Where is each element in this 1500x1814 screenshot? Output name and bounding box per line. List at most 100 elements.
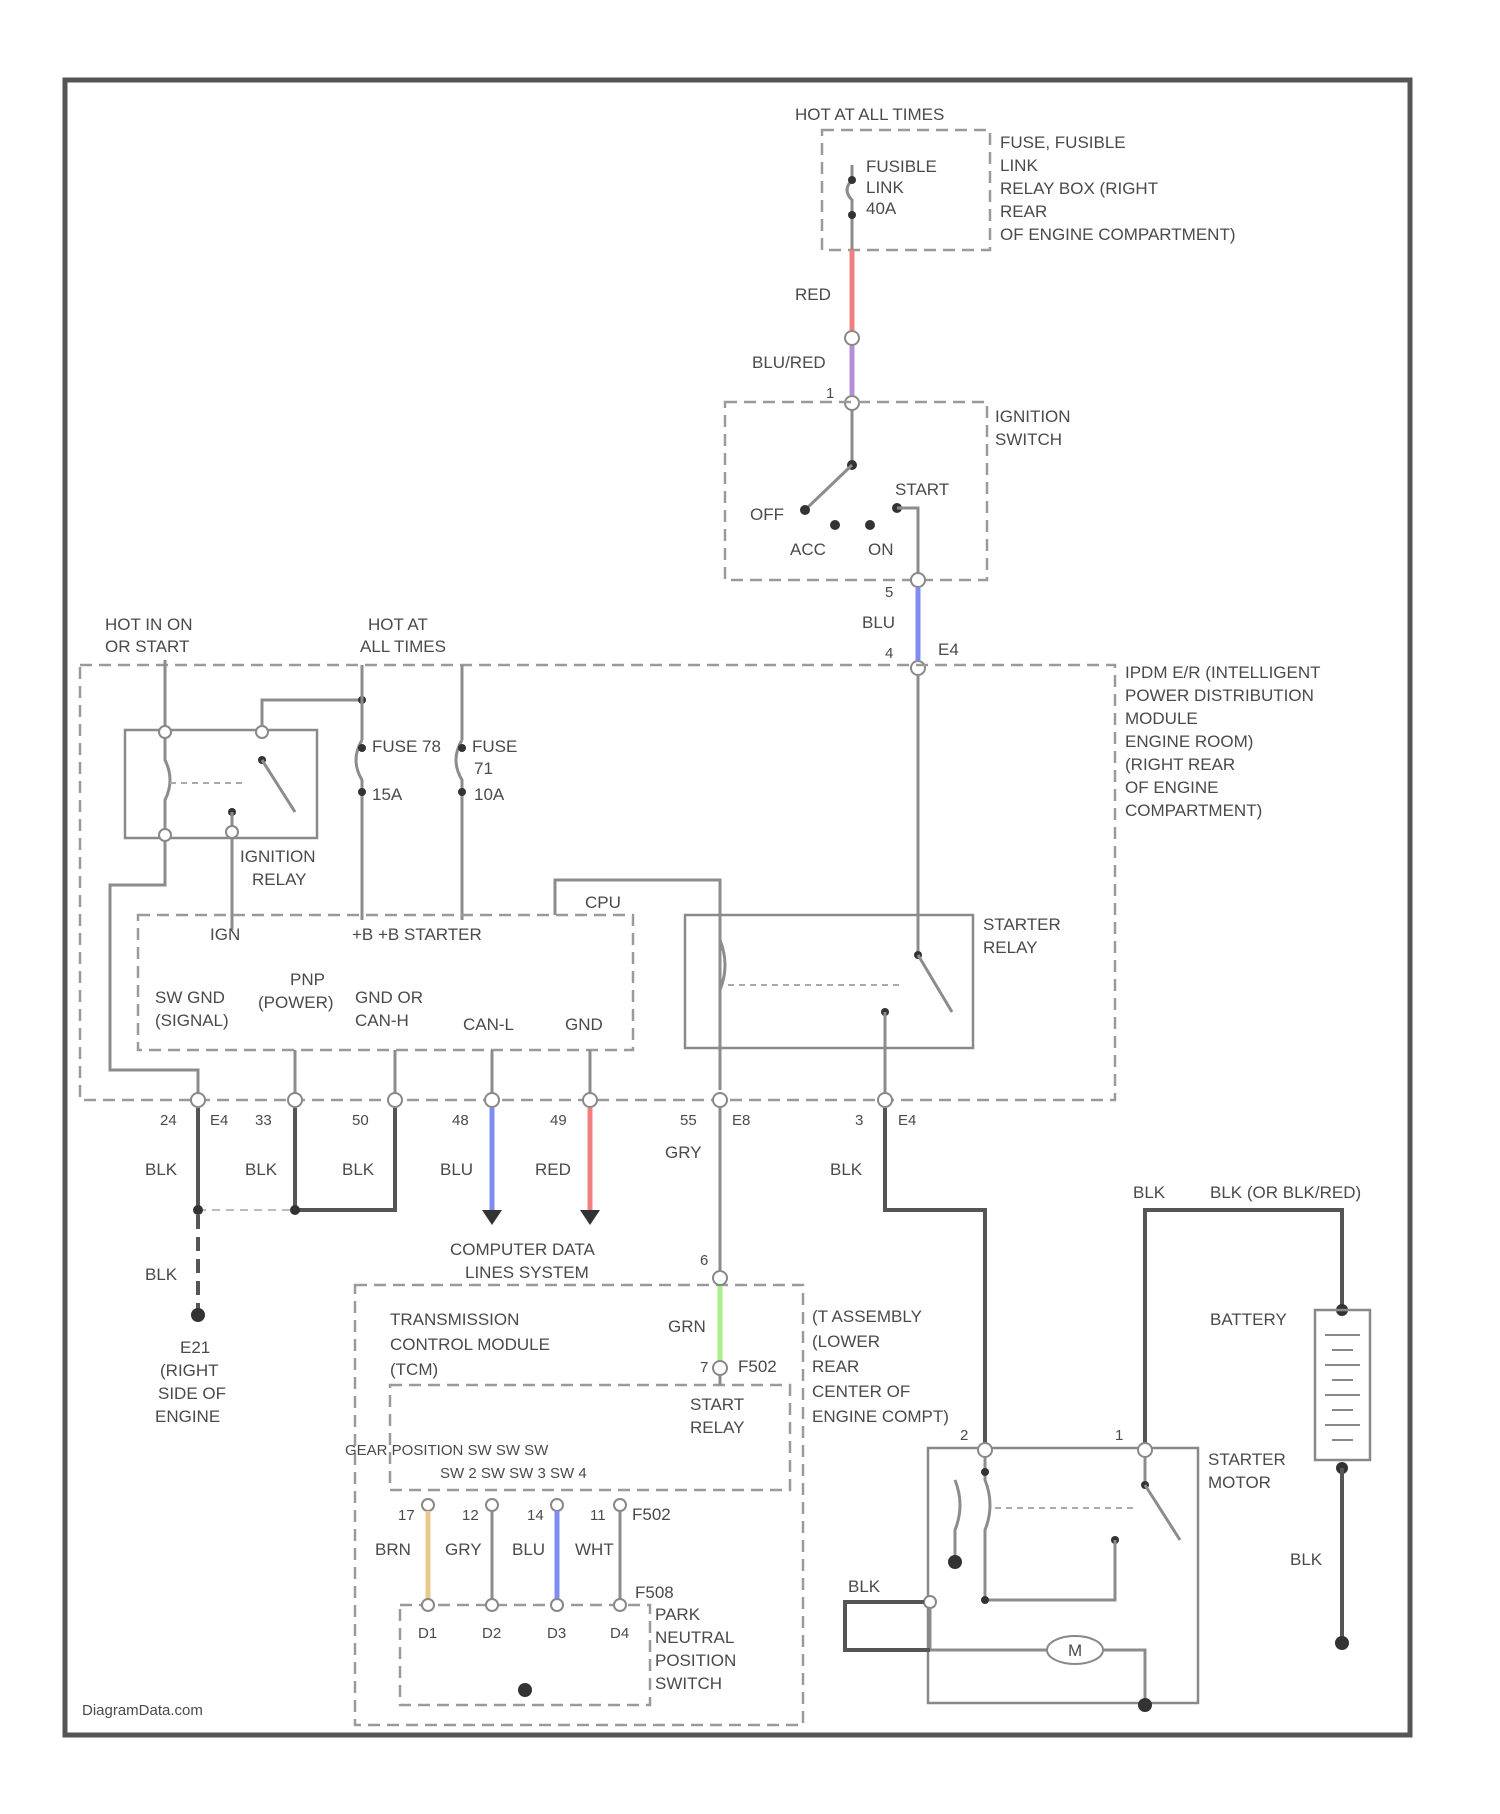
arrow-gnd <box>580 1210 600 1225</box>
pin-ign-1: 1 <box>826 385 834 402</box>
connector-tcm-6 <box>713 1271 727 1285</box>
tcm-pins-top: GEAR POSITION SW SW SW <box>345 1442 549 1459</box>
fuse-78-amps: 15A <box>372 785 403 804</box>
fuse-71-num: 71 <box>474 759 493 778</box>
tcm-location-4: CENTER OF <box>812 1382 910 1401</box>
pin-label-55: 55 <box>680 1112 697 1129</box>
fuse-71-dot-a <box>458 744 466 752</box>
starter-term-1 <box>1138 1443 1152 1457</box>
f502-b-label: F502 <box>632 1505 671 1524</box>
fuse-78-dot-a <box>358 744 366 752</box>
f508-label: F508 <box>635 1583 674 1602</box>
connector-ign-out <box>911 573 925 587</box>
wire-blu-can-label: BLU <box>440 1160 473 1179</box>
tcm-pins-bottom: SW 2 SW SW 3 SW 4 <box>440 1465 587 1482</box>
starter-relay-box <box>685 915 973 1048</box>
starter-internal-junction <box>981 1596 989 1604</box>
ign-relay-coil <box>165 738 170 835</box>
wire-blk-motor-loop <box>845 1602 930 1650</box>
gnd-can-h-1: GND OR <box>355 988 423 1007</box>
ign-acc-label: ACC <box>790 540 826 559</box>
starter-relay-arm <box>918 955 952 1012</box>
ground-e21-label-3: SIDE OF <box>158 1384 226 1403</box>
fuse-71-amps: 10A <box>474 785 505 804</box>
ign-relay-term-a <box>159 726 171 738</box>
pin-4-label: 4 <box>885 645 893 662</box>
tcm-pin-14 <box>551 1499 563 1511</box>
fuse-71-symbol <box>456 740 462 920</box>
ign-off-contact <box>800 505 810 515</box>
conn-e4-top: E4 <box>938 640 959 659</box>
pin-label-48: 48 <box>452 1112 469 1129</box>
ipdm-pin-33 <box>288 1093 302 1107</box>
starter-relay-label-1: STARTER <box>983 915 1061 934</box>
wire-blu-ign-label: BLU <box>862 613 895 632</box>
wire-red-can-label: RED <box>535 1160 571 1179</box>
ground-e21-label-1: E21 <box>180 1338 210 1357</box>
ignition-relay-label-2: RELAY <box>252 870 307 889</box>
starter-solenoid-dot <box>948 1555 962 1569</box>
computer-data-lines-2: LINES SYSTEM <box>465 1263 589 1282</box>
pnp-d3: D3 <box>547 1625 566 1642</box>
ipdm-title-3: MODULE <box>1125 709 1198 728</box>
pin-label-50: 50 <box>352 1112 369 1129</box>
starter-relay-label-2: RELAY <box>983 938 1038 957</box>
wire-ign-loop <box>110 840 198 1100</box>
ipdm-pin-49 <box>583 1093 597 1107</box>
tcm-pin-14-label: 14 <box>527 1507 544 1524</box>
ignition-switch-label-1: IGNITION <box>995 407 1071 426</box>
pnp-switch-label-4: SWITCH <box>655 1674 722 1693</box>
wire-blk-2-label: BLK <box>245 1160 278 1179</box>
ign-on-contact <box>865 520 875 530</box>
ign-off-label: OFF <box>750 505 784 524</box>
tcm-pin-11 <box>614 1499 626 1511</box>
arrow-can-l <box>482 1210 502 1225</box>
pnp-switch-term-4 <box>614 1599 626 1611</box>
fusible-link-label-1: FUSIBLE <box>866 157 937 176</box>
tcm-location-2: (LOWER <box>812 1332 880 1351</box>
pin-7-label: 7 <box>700 1359 708 1376</box>
battery-ground <box>1335 1636 1349 1650</box>
blk-ground-label: BLK <box>145 1265 178 1284</box>
gnd-can-h-2: CAN-H <box>355 1011 409 1030</box>
ground-e21-label-4: ENGINE <box>155 1407 220 1426</box>
fuse-box-title-3: RELAY BOX (RIGHT <box>1000 179 1158 198</box>
ign-relay-arm <box>262 760 295 812</box>
wire-blu-tcm-label: BLU <box>512 1540 545 1559</box>
ipdm-pin-55 <box>713 1093 727 1107</box>
pin-1-label: 1 <box>1115 1427 1123 1444</box>
fusible-link-dot-top <box>848 176 856 184</box>
tcm-title-1: TRANSMISSION <box>390 1310 519 1329</box>
tcm-pin-11-label: 11 <box>590 1507 606 1524</box>
watermark: DiagramData.com <box>82 1702 203 1719</box>
tcm-pin-12-label: 12 <box>462 1507 479 1524</box>
starter-ground <box>1138 1698 1152 1712</box>
ign-start-wire <box>897 508 918 575</box>
tcm-pin-17 <box>422 1499 434 1511</box>
ipdm-title-7: COMPARTMENT) <box>1125 801 1262 820</box>
wire-grn-label: GRN <box>668 1317 706 1336</box>
ground-junction-b <box>290 1205 300 1215</box>
pnp-switch-label-3: POSITION <box>655 1651 736 1670</box>
starter-motor-feed <box>930 1600 1048 1650</box>
pnp-d4: D4 <box>610 1625 629 1642</box>
can-l-label: CAN-L <box>463 1015 514 1034</box>
ipdm-title-2: POWER DISTRIBUTION <box>1125 686 1314 705</box>
ipdm-pin-3 <box>878 1093 892 1107</box>
pnp-power-2: (POWER) <box>258 993 334 1012</box>
pnp-switch-common <box>518 1683 532 1697</box>
pin-label-49: 49 <box>550 1112 567 1129</box>
wire-red-top-label: RED <box>795 285 831 304</box>
tcm-pin-17-label: 17 <box>398 1507 415 1524</box>
fuse-box-title-5: OF ENGINE COMPARTMENT) <box>1000 225 1236 244</box>
pin-label-e8: E8 <box>732 1112 750 1129</box>
ipdm-pin-50 <box>388 1093 402 1107</box>
hot-at-all-times-mid-2: ALL TIMES <box>360 637 446 656</box>
connector-ipdm-ign <box>911 661 925 675</box>
battery-cells <box>1325 1335 1360 1440</box>
ground-e21-label-2: (RIGHT <box>160 1361 219 1380</box>
pin-label-e4a: E4 <box>210 1112 228 1129</box>
cpu-tab <box>555 880 720 1090</box>
blk-or-blkred-label: BLK (OR BLK/RED) <box>1210 1183 1361 1202</box>
hot-in-on-start-1: HOT IN ON <box>105 615 193 634</box>
